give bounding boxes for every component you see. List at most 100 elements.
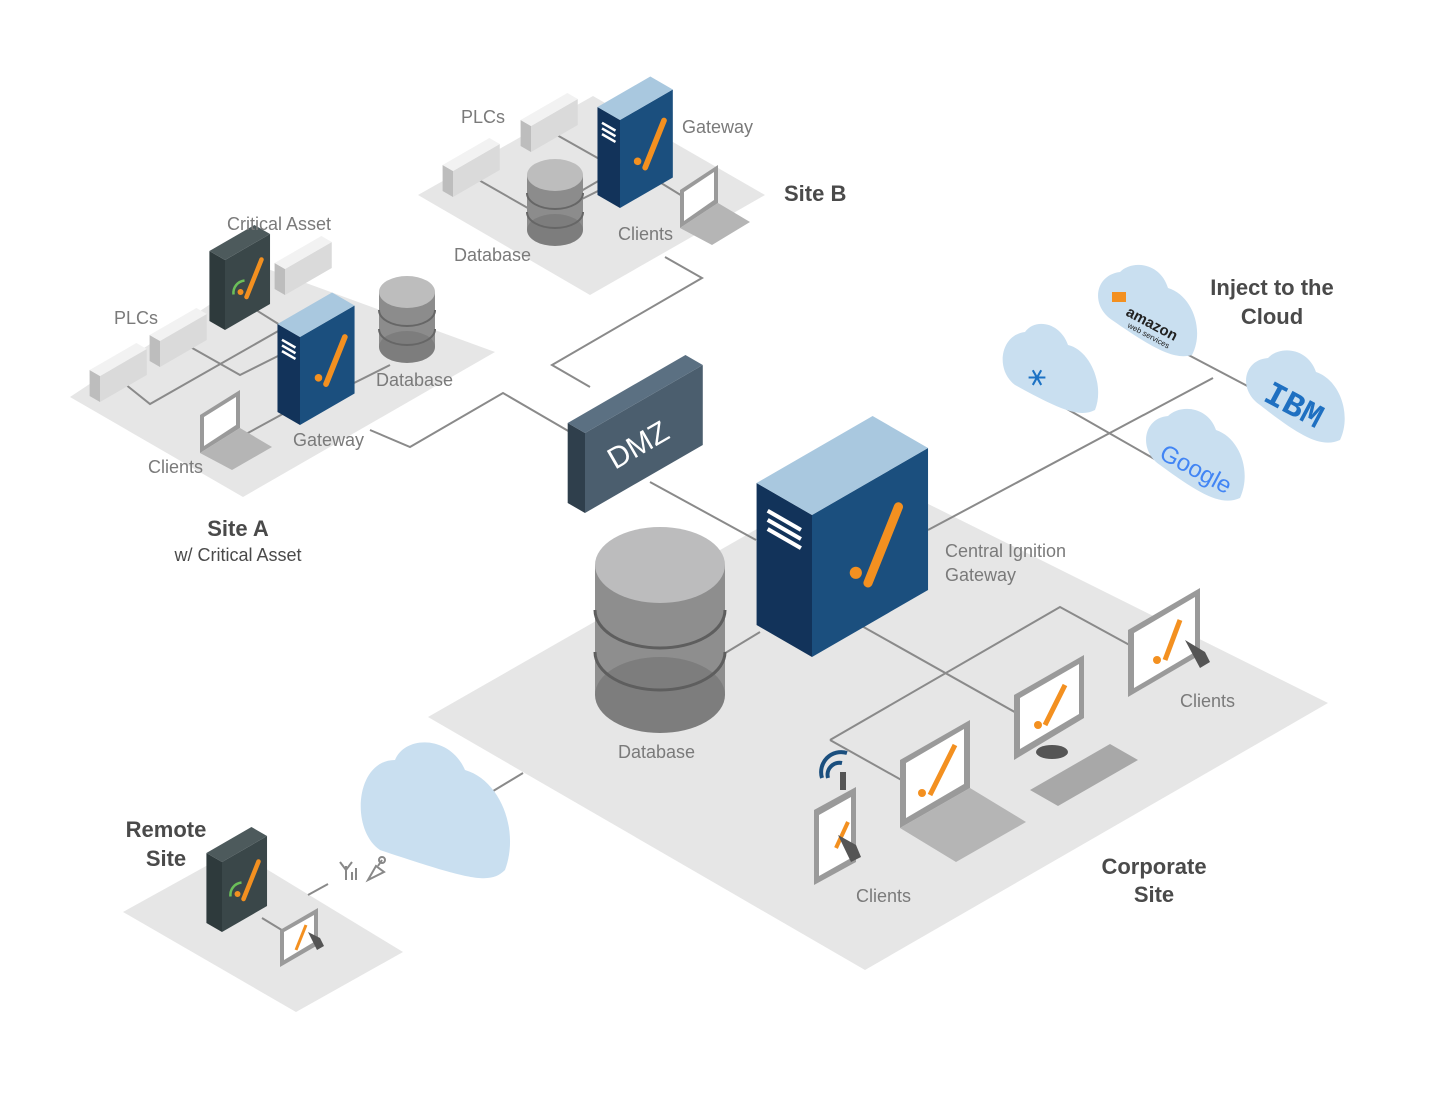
site-a-plcs-label: PLCs (114, 308, 158, 328)
site-a-database-label: Database (376, 370, 453, 390)
ignition-logo-dot (237, 289, 244, 295)
plc-1-top-face (89, 343, 147, 376)
ignition-logo-dot (633, 157, 642, 166)
central-gateway-label-line2: Gateway (945, 565, 1016, 585)
ignition-logo-dot (314, 374, 323, 382)
ignition-logo-icon (863, 502, 903, 588)
site-b-platform (418, 96, 765, 295)
site-b-gateway-top-face (597, 76, 673, 120)
central-database (593, 527, 727, 733)
corporate-mobile-device (814, 750, 861, 885)
site-a-clients-label: Clients (148, 457, 203, 477)
server-vent-stripe (601, 127, 617, 138)
site-a-title: Site A (207, 516, 269, 541)
site-a-subtitle: w/ Critical Asset (173, 545, 301, 565)
plc-3-left-face (274, 263, 285, 295)
site-a-critical-asset-label: Critical Asset (227, 214, 331, 234)
ignition-logo-icon (642, 117, 667, 171)
dmz-firewall-right-face (585, 365, 703, 513)
server-vent-stripe (766, 508, 802, 532)
site-b-title: Site B (784, 181, 846, 206)
wireless-icon (232, 279, 245, 295)
plc-1-left-face (89, 370, 100, 402)
ignition-logo-dot (234, 891, 241, 897)
site-b-gateway (597, 76, 673, 208)
ignition-logo-dot (849, 566, 862, 579)
plc-3-top-face (274, 236, 332, 269)
server-vent-stripe (281, 338, 297, 349)
corporate-database-label: Database (618, 742, 695, 762)
site-b-gateway-left-face (597, 107, 620, 208)
plc-5 (520, 93, 578, 152)
ignition-logo-icon (244, 257, 264, 300)
remote-edge-device-left-face (206, 853, 222, 932)
site-a-critical-asset (209, 225, 271, 330)
plc-4-left-face (442, 165, 453, 197)
corporate-title-line1: Corporate (1101, 854, 1206, 879)
remote-title-line2: Site (146, 846, 186, 871)
corporate-title-line2: Site (1134, 882, 1174, 907)
corporate-clients-bottom-label: Clients (856, 886, 911, 906)
dmz-firewall-left-face (567, 423, 585, 513)
cloud-title-line2: Cloud (1241, 304, 1303, 329)
site-a-critical-asset-left-face (209, 251, 225, 330)
plc-2-right-face (160, 314, 207, 367)
azure-cloud: ⚹ (1002, 323, 1099, 413)
iot-hub-icon: ⚹ (1028, 358, 1046, 393)
corporate-touch-panel (1128, 588, 1210, 697)
site-a-laptop (200, 390, 272, 470)
aws-cloud: amazon web services (1098, 264, 1198, 357)
plc-1-right-face (100, 349, 147, 402)
server-vent-stripe (281, 350, 297, 361)
site-a-gateway (277, 292, 355, 425)
site-b-database-label: Database (454, 245, 531, 265)
corporate-laptop (900, 720, 1026, 862)
site-a-gateway-label: Gateway (293, 430, 364, 450)
corporate-monitor (1014, 655, 1138, 806)
remote-edge-device-right-face (222, 836, 268, 932)
plc-4-top-face (442, 138, 500, 171)
ibm-cloud: IBM (1246, 350, 1345, 443)
site-a-gateway-top-face (277, 292, 355, 337)
plc-3 (274, 236, 332, 295)
plc-5-right-face (531, 99, 578, 152)
plc-2 (149, 308, 207, 367)
remote-touch-panel (280, 908, 324, 967)
site-b-clients-label: Clients (618, 224, 673, 244)
site-b-plcs-label: PLCs (461, 107, 505, 127)
corporate-clients-right-label: Clients (1180, 691, 1235, 711)
server-vent-stripe (281, 344, 297, 355)
ignition-logo-icon (323, 334, 348, 387)
plc-1 (89, 343, 147, 402)
wireless-icon (229, 881, 242, 897)
plc-5-top-face (520, 93, 578, 126)
central-ignition-gateway-top-face (756, 416, 929, 515)
google-cloud: Google (1146, 408, 1245, 501)
plc-2-top-face (149, 308, 207, 341)
plc-4-right-face (453, 144, 500, 197)
site-a-critical-asset-right-face (225, 234, 271, 330)
dmz-firewall (567, 355, 703, 513)
remote-radio-antenna-icon (339, 856, 386, 883)
site-a-gateway-left-face (277, 324, 300, 425)
plc-5-left-face (520, 120, 531, 152)
site-b-database (526, 159, 584, 246)
remote-cloud (360, 742, 511, 879)
central-gateway-label-line1: Central Ignition (945, 541, 1066, 561)
ignition-logo-icon (241, 859, 261, 902)
site-a-gateway-right-face (300, 305, 355, 425)
remote-platform (123, 850, 403, 1012)
cloud-title-line1: Inject to the (1210, 275, 1333, 300)
server-vent-stripe (601, 121, 617, 132)
plc-3-right-face (285, 242, 332, 295)
server-vent-stripe (766, 527, 802, 550)
site-b-gateway-right-face (620, 89, 673, 208)
central-ignition-gateway-right-face (812, 448, 929, 657)
site-b-laptop (680, 165, 750, 245)
server-vent-stripe (601, 133, 617, 144)
site-a-critical-asset-top-face (209, 225, 271, 260)
remote-edge-device (206, 827, 268, 932)
dmz-firewall-top-face (567, 355, 703, 433)
site-b-gateway-label: Gateway (682, 117, 753, 137)
